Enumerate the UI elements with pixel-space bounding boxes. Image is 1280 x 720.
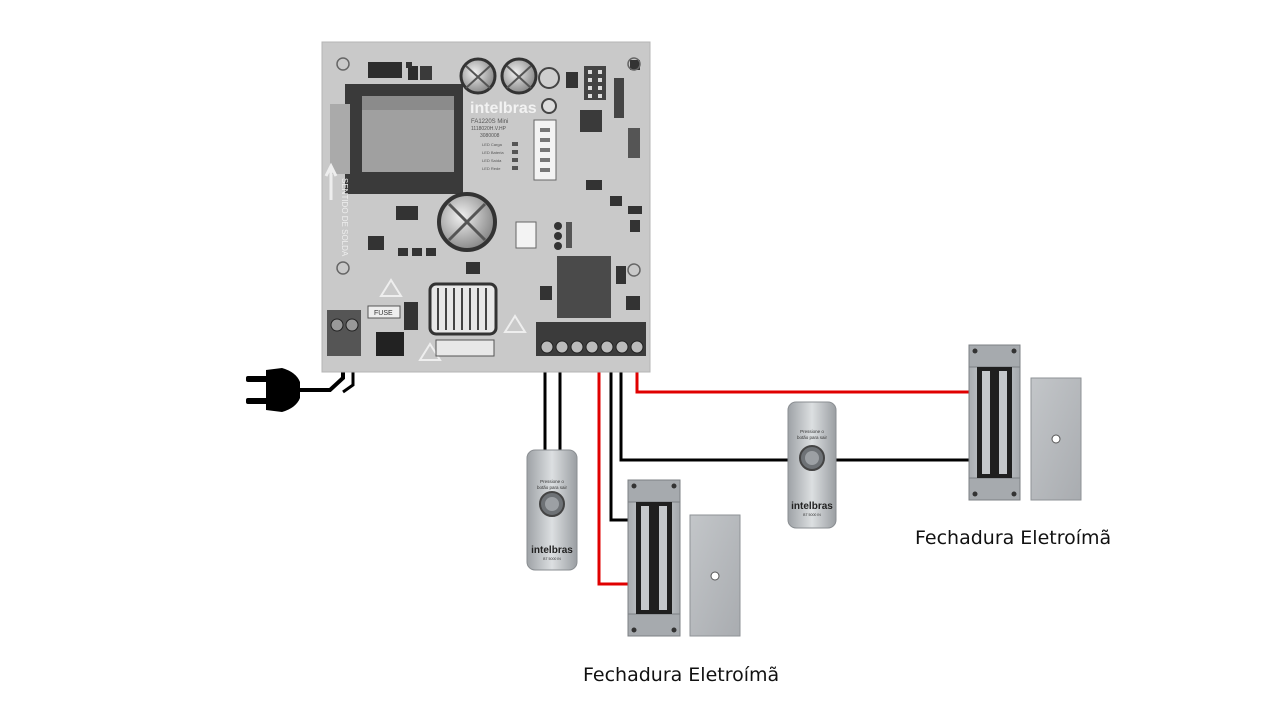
wire-red-right-lock [635, 372, 970, 394]
led-label-2: LED Bateria [482, 150, 504, 155]
button-right-text-1: Pressione o [800, 429, 824, 434]
lock-label-bottom: Fechadura Eletroímã [583, 664, 780, 686]
power-terminal [327, 310, 361, 356]
board-side-text: SENTIDO DE SOLDA [340, 178, 349, 257]
armature-plate-bottom [689, 514, 741, 637]
control-board: intelbras FA1220S Mini 1118020H.V.HP 308… [321, 41, 651, 373]
button-right-small: BT 5000 IN [803, 513, 821, 517]
button-left-text-1: Pressione o [540, 479, 564, 484]
wire-black-bottom-lock [609, 372, 630, 522]
led-label-4: LED Rede [482, 166, 501, 171]
lock-label-right: Fechadura Eletroímã [915, 527, 1112, 549]
wires [300, 355, 970, 586]
button-right-text-2: botão para sair [797, 435, 828, 440]
power-plug-icon [246, 368, 300, 412]
armature-plate-right [1030, 377, 1082, 501]
electromagnetic-lock-bottom [627, 479, 681, 637]
fuse-label: FUSE [374, 310, 393, 317]
board-model-2: 1118020H.V.HP [471, 126, 507, 132]
led-label-1: LED Carga [482, 142, 503, 147]
button-left-small: BT 5000 IN [543, 557, 561, 561]
wire-black-right [619, 372, 790, 462]
button-right-brand: intelbras [791, 501, 833, 512]
relay [557, 256, 611, 318]
exit-button-left: Pressione o botão para sair intelbras BT… [526, 449, 578, 571]
button-left-brand: intelbras [531, 545, 573, 556]
board-model-3: 3080008 [480, 133, 500, 139]
exit-button-right: Pressione o botão para sair intelbras BT… [787, 401, 837, 529]
wire-red-bottom-lock [597, 372, 630, 586]
led-label-3: LED Saída [482, 158, 502, 163]
electromagnetic-lock-right [968, 344, 1021, 501]
board-model-1: FA1220S Mini [471, 119, 508, 125]
board-brand: intelbras [470, 100, 537, 117]
button-left-text-2: botão para sair [537, 485, 568, 490]
